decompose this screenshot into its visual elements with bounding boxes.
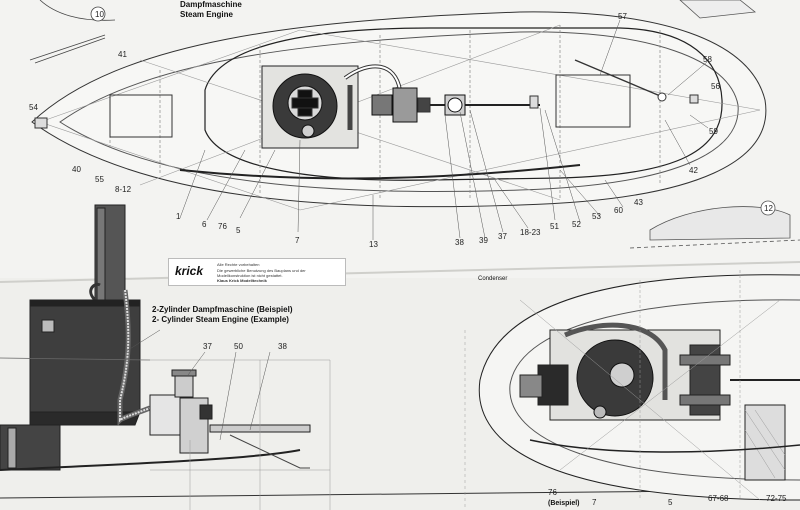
krick-logo: krick xyxy=(175,264,204,278)
part-number: 38 xyxy=(278,342,287,351)
notice-line-2: Die gewerbliche Benutzung des Bauplans u… xyxy=(217,268,306,273)
part-number: 53 xyxy=(592,212,601,221)
top-left-details xyxy=(29,0,116,64)
part-number: 60 xyxy=(614,206,623,215)
part-number: 56 xyxy=(711,82,720,91)
notice-line-1: Alle Rechte vorbehalten xyxy=(217,262,260,267)
part-number: 37 xyxy=(498,232,507,241)
notice-line-3: Modellkonstruktion ist nicht gestattet. xyxy=(217,273,283,278)
part-number: 67-68 xyxy=(708,494,729,503)
part-number: 7 xyxy=(295,236,300,245)
part-number: 42 xyxy=(689,166,698,175)
copyright-notice: krick Alle Rechte vorbehalten Die gewerb… xyxy=(168,258,346,286)
part-number: 37 xyxy=(203,342,212,351)
part-number: 57 xyxy=(618,12,627,21)
part-number: 5 xyxy=(668,498,673,507)
title-bottom-partial: (Beispiel) xyxy=(548,500,580,507)
title-two-cyl-de: 2-Zylinder Dampfmaschine (Beispiel) xyxy=(152,305,293,314)
side-elevation xyxy=(0,204,800,510)
part-number: 6 xyxy=(202,220,207,229)
top-right-details xyxy=(629,0,800,249)
part-number: 51 xyxy=(550,222,559,231)
title-two-cyl-en: 2- Cylinder Steam Engine (Example) xyxy=(152,315,289,324)
part-number: 8-12 xyxy=(115,185,132,194)
bottom-hull-plan xyxy=(478,270,800,501)
part-number: 1 xyxy=(176,212,181,221)
title-condenser: Condenser xyxy=(478,276,508,282)
part-number: 55 xyxy=(95,175,104,184)
part-number: 7 xyxy=(592,498,597,507)
part-number: 40 xyxy=(72,165,81,174)
part-number: 58 xyxy=(703,55,712,64)
title-steam-engine-de: Dampfmaschine xyxy=(180,0,242,9)
part-number: 10 xyxy=(95,10,104,19)
part-number: 18-23 xyxy=(520,228,541,237)
part-number: 38 xyxy=(455,238,464,247)
part-number: 43 xyxy=(634,198,643,207)
part-number: 50 xyxy=(234,342,243,351)
part-number: 13 xyxy=(369,240,378,249)
part-number: 76 xyxy=(548,488,557,497)
title-steam-engine-en: Steam Engine xyxy=(180,10,233,19)
part-number: 41 xyxy=(118,50,127,59)
part-number: 52 xyxy=(572,220,581,229)
part-number: 12 xyxy=(764,204,773,213)
part-number: 54 xyxy=(29,103,38,112)
part-number: 5 xyxy=(236,226,241,235)
part-number: 39 xyxy=(479,236,488,245)
notice-line-4: Klaus Krick Modelltechnik xyxy=(217,278,267,283)
part-number: 72-75 xyxy=(766,494,787,503)
part-number: 76 xyxy=(218,222,227,231)
top-hull-plan xyxy=(31,11,767,240)
part-number: 59 xyxy=(709,127,718,136)
